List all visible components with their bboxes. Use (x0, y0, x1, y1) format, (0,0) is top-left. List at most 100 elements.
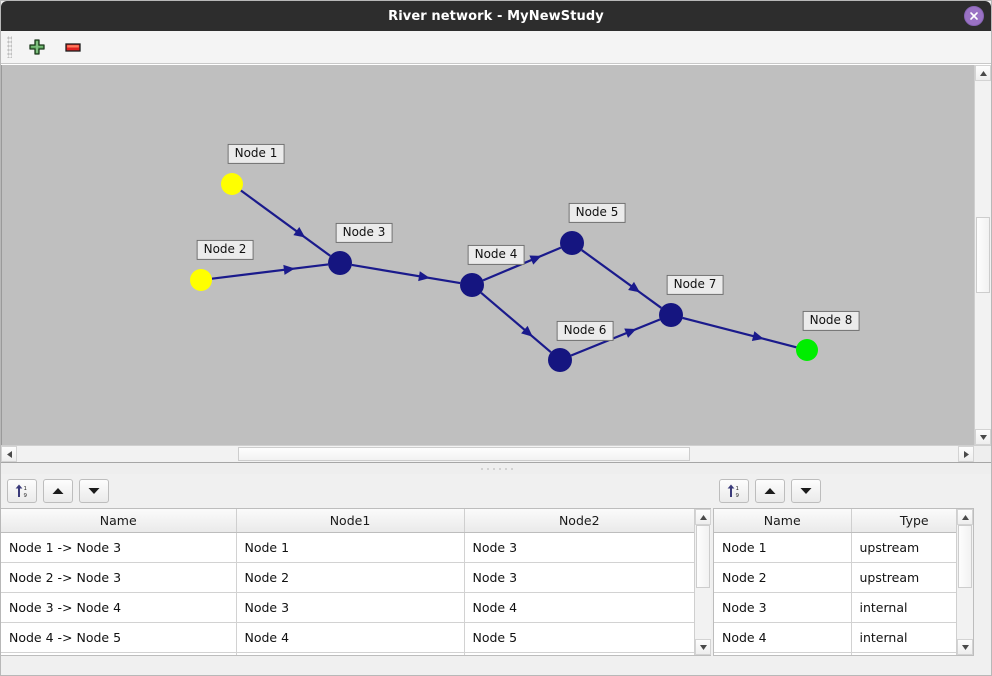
graph-node-label[interactable]: Node 1 (227, 143, 285, 165)
table-cell[interactable]: Node 5 (464, 622, 694, 653)
graph-edge[interactable] (211, 263, 329, 280)
title-bar: River network - MyNewStudy (1, 1, 991, 31)
nodes-move-down-button[interactable] (791, 479, 821, 503)
nodes-scroll-up-button[interactable] (957, 509, 973, 525)
table-cell[interactable]: Node 4 (236, 622, 465, 653)
table-cell[interactable]: Node 2 -> Node 3 (1, 562, 237, 593)
graph-node-label[interactable]: Node 5 (568, 202, 626, 224)
graph-vscroll-track[interactable] (975, 81, 991, 429)
table-cell[interactable]: Node 3 (464, 562, 694, 593)
scroll-down-button[interactable] (975, 429, 991, 445)
column-header[interactable]: Node1 (236, 509, 465, 533)
arrow-down-icon (800, 488, 812, 494)
table-cell[interactable]: Node 1 (714, 532, 852, 563)
graph-node[interactable] (560, 231, 584, 255)
nodes-scroll-down-button[interactable] (957, 639, 973, 655)
table-cell[interactable]: Node 3 (464, 532, 694, 563)
table-cell[interactable]: Node 3 (714, 592, 852, 623)
column-header[interactable]: Name (714, 509, 852, 533)
graph-edge[interactable] (682, 316, 797, 349)
nodes-vscroll-thumb[interactable] (958, 525, 972, 588)
graph-edge[interactable] (240, 189, 331, 257)
graph-node-label[interactable]: Node 2 (196, 239, 254, 261)
table-cell[interactable]: Node 2 (714, 562, 852, 593)
pane-splitter[interactable] (1, 462, 991, 474)
graph-vertical-scrollbar[interactable] (974, 65, 991, 445)
graph-edge-arrow (624, 328, 637, 338)
graph-node[interactable] (548, 348, 572, 372)
close-button[interactable] (964, 6, 984, 26)
branches-move-up-button[interactable] (43, 479, 73, 503)
graph-node[interactable] (460, 273, 484, 297)
graph-horizontal-scrollbar[interactable] (1, 445, 991, 462)
graph-vscroll-thumb[interactable] (976, 216, 990, 294)
branches-vscroll-track[interactable] (695, 525, 711, 639)
branches-move-down-button[interactable] (79, 479, 109, 503)
scroll-right-button[interactable] (958, 446, 974, 462)
graph-edge[interactable] (570, 318, 661, 357)
triangle-down-icon (699, 644, 707, 650)
table-cell[interactable]: Node 1 (236, 532, 465, 563)
graph-node[interactable] (659, 303, 683, 327)
table-cell[interactable]: internal (851, 622, 956, 653)
graph-node-label[interactable]: Node 4 (467, 244, 525, 266)
green-plus-icon (29, 39, 45, 55)
table-cell[interactable]: Node 3 -> Node 4 (1, 592, 237, 623)
nodes-vertical-scrollbar[interactable] (956, 509, 973, 655)
graph-hscroll-track[interactable] (17, 446, 958, 462)
nodes-vscroll-track[interactable] (957, 525, 973, 639)
table-cell[interactable]: Node 1 -> Node 3 (1, 532, 237, 563)
table-cell[interactable]: Node 4 (464, 592, 694, 623)
table-cell[interactable]: Node 4 -> Node 5 (1, 622, 237, 653)
column-header[interactable]: Type (851, 509, 956, 533)
toolbar-grip[interactable] (7, 36, 12, 58)
branches-vscroll-thumb[interactable] (696, 525, 710, 588)
column-header[interactable]: Name (1, 509, 237, 533)
graph-node[interactable] (328, 251, 352, 275)
graph-node-label[interactable]: Node 3 (335, 222, 393, 244)
branches-sort-button[interactable]: 1 9 (7, 479, 37, 503)
table-cell[interactable]: Node 3 (236, 592, 465, 623)
graph-edge-arrow (529, 255, 542, 265)
graph-node-label[interactable]: Node 8 (802, 310, 860, 332)
add-node-button[interactable] (24, 34, 50, 60)
table-cell[interactable]: Node 2 (236, 562, 465, 593)
graph-node[interactable] (796, 339, 818, 361)
branches-scroll-up-button[interactable] (695, 509, 711, 525)
graph-node-label[interactable]: Node 7 (666, 274, 724, 296)
graph-node[interactable] (221, 173, 243, 195)
graph-hscroll-thumb[interactable] (238, 447, 690, 461)
branches-scroll-down-button[interactable] (695, 639, 711, 655)
column-header[interactable]: Node2 (464, 509, 694, 533)
nodes-sort-button[interactable]: 1 9 (719, 479, 749, 503)
sort-ascending-icon: 1 9 (15, 484, 28, 499)
graph-edge[interactable] (351, 263, 461, 285)
branches-vertical-scrollbar[interactable] (694, 509, 711, 655)
table-cell[interactable]: upstream (851, 532, 956, 563)
graph-edge[interactable] (581, 249, 662, 309)
table-cell[interactable]: internal (851, 592, 956, 623)
table-cell[interactable]: upstream (851, 562, 956, 593)
scroll-up-button[interactable] (975, 65, 991, 81)
graph-node-label[interactable]: Node 6 (556, 320, 614, 342)
graph-edge[interactable] (480, 291, 552, 354)
scroll-left-button[interactable] (1, 446, 17, 462)
delete-node-button[interactable] (60, 34, 86, 60)
svg-text:1: 1 (736, 486, 740, 492)
table-cell[interactable]: Node 4 (714, 622, 852, 653)
nodes-move-up-button[interactable] (755, 479, 785, 503)
graph-node[interactable] (190, 269, 212, 291)
triangle-up-icon (699, 514, 707, 520)
river-network-graph[interactable]: Node 1 Node 2 Node 3 Node 4 Node 5 Node 6 Node… (1, 65, 974, 445)
